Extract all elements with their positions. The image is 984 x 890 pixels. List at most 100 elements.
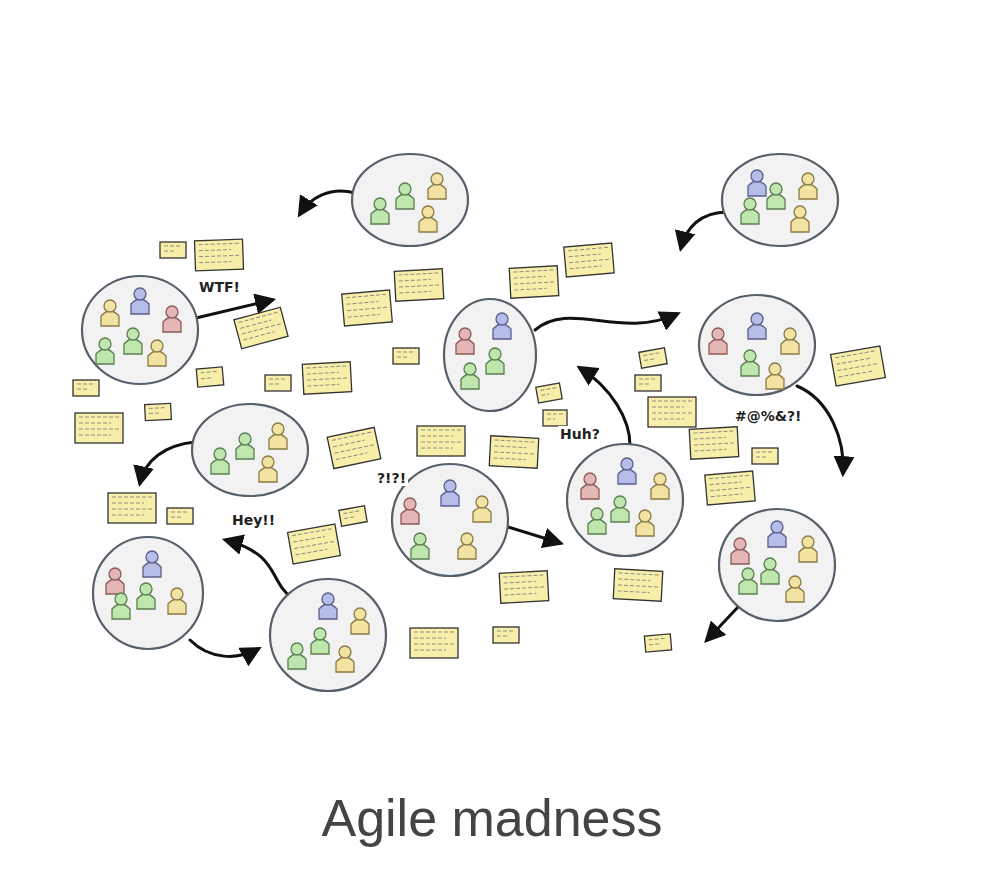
sticky-note — [73, 380, 99, 396]
person-body — [336, 657, 354, 672]
team-outline — [192, 404, 308, 496]
note-scribble — [693, 431, 733, 433]
note-scribble — [239, 312, 278, 322]
team-outline — [699, 295, 815, 395]
sticky-note — [194, 239, 243, 271]
note-scribble — [335, 445, 374, 453]
note-scribble — [652, 413, 692, 414]
note-scribble — [296, 549, 328, 555]
person-body — [211, 459, 229, 474]
person-body — [456, 339, 474, 354]
note-paper — [75, 413, 123, 443]
person-head — [744, 198, 756, 210]
note-scribble — [414, 632, 454, 633]
note-scribble — [343, 510, 361, 513]
team-outline — [82, 276, 198, 384]
person-body — [486, 359, 504, 374]
note-scribble — [514, 282, 554, 284]
person-head — [764, 558, 776, 570]
note-paper — [265, 375, 291, 391]
note-paper — [689, 427, 739, 459]
note-scribble — [346, 294, 386, 297]
sticky-note — [536, 383, 562, 403]
note-scribble — [504, 593, 536, 595]
note-scribble — [397, 357, 407, 358]
person-head — [769, 363, 781, 375]
sticky-note — [265, 375, 291, 391]
person-head — [339, 646, 351, 658]
note-scribble — [347, 307, 387, 310]
note-paper — [417, 426, 465, 456]
note-paper — [160, 242, 186, 258]
note-scribble — [568, 247, 608, 250]
sticky-note — [509, 266, 559, 298]
note-scribble — [503, 575, 543, 577]
note-scribble — [399, 285, 439, 287]
person-body — [768, 532, 786, 547]
team-circle — [444, 299, 536, 411]
note-scribble — [112, 503, 144, 504]
note-paper — [108, 493, 156, 523]
person-body — [351, 619, 369, 634]
person-body — [319, 604, 337, 619]
person-body — [168, 599, 186, 614]
note-paper — [167, 508, 193, 524]
note-scribble — [112, 515, 144, 516]
person-head — [742, 568, 754, 580]
note-scribble — [414, 650, 446, 651]
note-scribble — [332, 432, 371, 440]
person-head — [584, 473, 596, 485]
move-arrow — [707, 607, 738, 640]
note-scribble — [421, 448, 453, 449]
note-scribble — [709, 475, 749, 478]
person-body — [709, 339, 727, 354]
person-body — [428, 184, 446, 199]
note-scribble — [164, 246, 182, 247]
move-arrow — [196, 300, 272, 318]
sticky-note — [145, 403, 172, 420]
note-scribble — [201, 377, 211, 379]
person-head — [414, 533, 426, 545]
person-body — [163, 317, 181, 332]
exclamation-label: WTF! — [197, 279, 242, 295]
note-scribble — [494, 452, 534, 454]
person-body — [458, 544, 476, 559]
sticky-note — [302, 362, 352, 394]
note-scribble — [79, 429, 119, 430]
person-body — [799, 184, 817, 199]
sticky-note — [160, 242, 186, 258]
note-scribble — [547, 419, 555, 420]
person-body — [611, 507, 629, 522]
sticky-note — [394, 269, 444, 301]
person-head — [314, 628, 326, 640]
person-body — [311, 639, 329, 654]
person-body — [766, 374, 784, 389]
team-outline — [444, 299, 536, 411]
note-paper — [635, 375, 661, 391]
person-head — [744, 350, 756, 362]
person-head — [444, 480, 456, 492]
note-scribble — [269, 379, 287, 380]
sticky-note — [417, 426, 465, 456]
note-scribble — [307, 372, 339, 374]
note-scribble — [421, 430, 461, 431]
note-scribble — [835, 351, 876, 358]
person-body — [441, 491, 459, 506]
sticky-note — [339, 506, 367, 526]
person-head — [654, 473, 666, 485]
note-scribble — [77, 389, 87, 390]
note-scribble — [293, 536, 325, 542]
sticky-note — [75, 413, 123, 443]
exclamation-label: Hey!! — [230, 512, 277, 528]
sticky-note — [639, 348, 667, 368]
person-head — [614, 496, 626, 508]
note-scribble — [504, 581, 536, 583]
person-head — [151, 340, 163, 352]
note-paper — [639, 348, 667, 368]
person-head — [171, 588, 183, 600]
person-body — [96, 349, 114, 364]
person-head — [134, 288, 146, 300]
note-scribble — [307, 384, 339, 386]
person-head — [166, 306, 178, 318]
note-scribble — [79, 417, 119, 418]
